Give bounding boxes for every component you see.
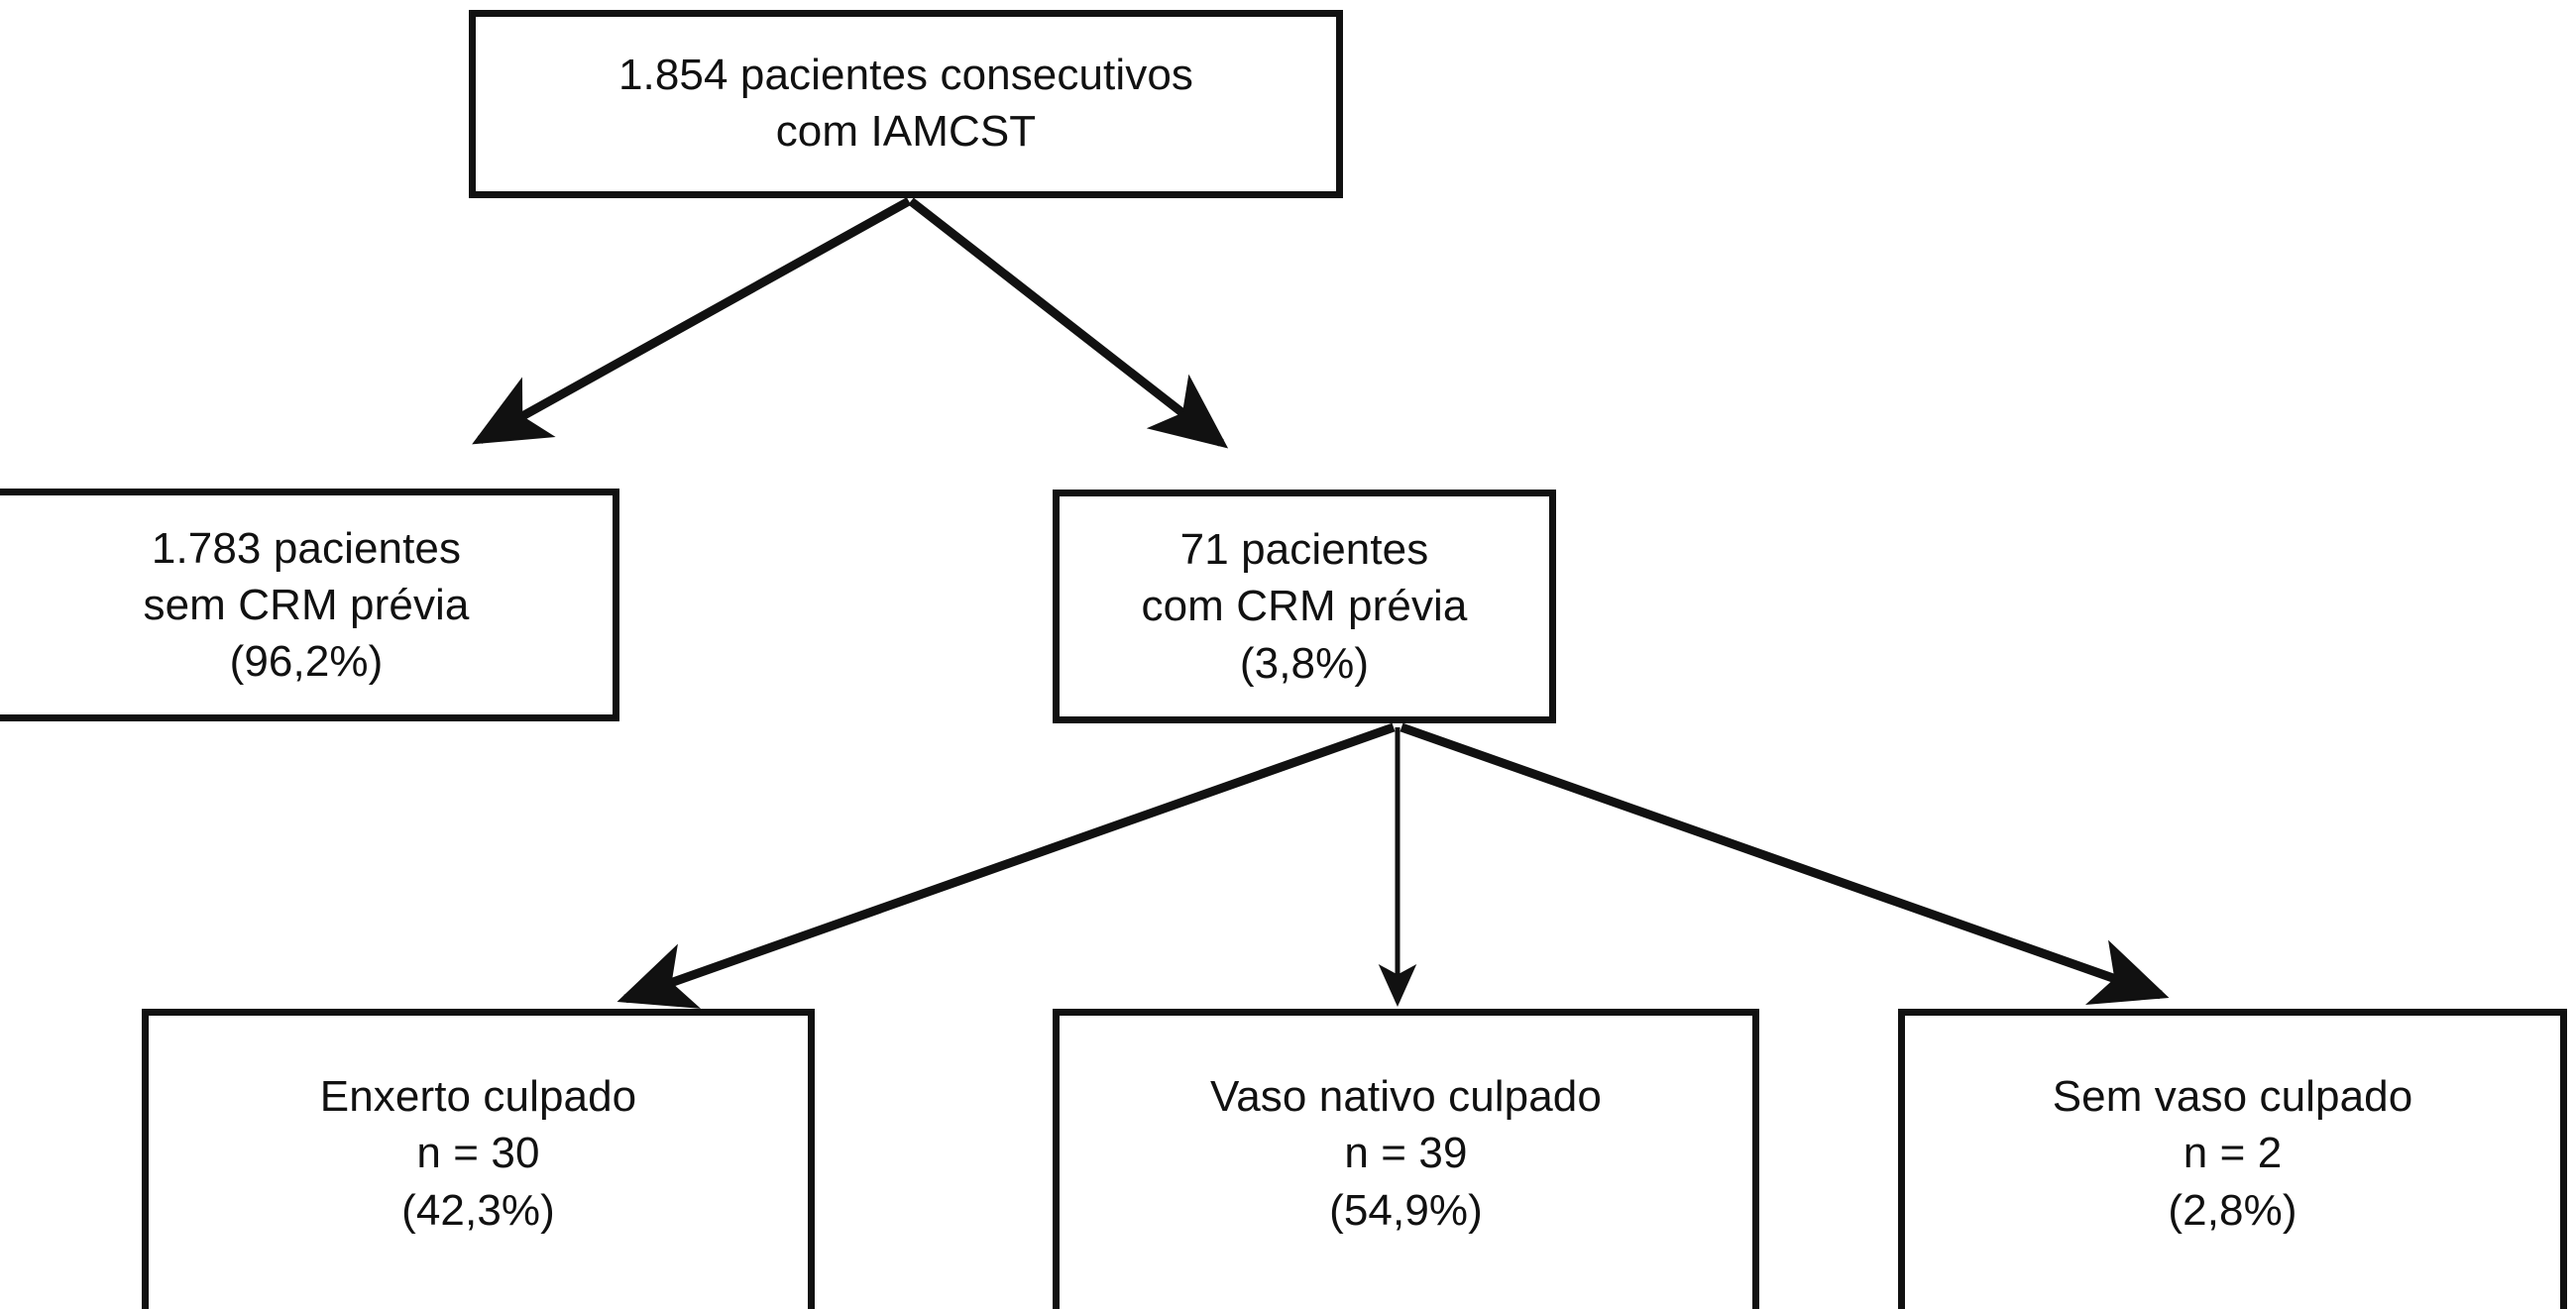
- node-line-3: (54,9%): [1329, 1185, 1483, 1235]
- node-line-2: n = 39: [1344, 1129, 1468, 1178]
- node-patients-without-prior-cabg: 1.783 pacientes sem CRM prévia (96,2%): [0, 489, 619, 721]
- node-culprit-native-vessel: Vaso nativo culpado n = 39 (54,9%): [1053, 1009, 1759, 1309]
- node-culprit-graft: Enxerto culpado n = 30 (42,3%): [142, 1009, 815, 1309]
- node-line-2: n = 2: [2183, 1129, 2283, 1178]
- node-line-1: 1.783 pacientes: [151, 523, 462, 573]
- edge-prior-cabg-to-graft: [616, 722, 1396, 1009]
- edge-root-to-prior-cabg: [908, 197, 1229, 449]
- node-line-3: (2,8%): [2168, 1185, 2297, 1235]
- edge-prior-cabg-to-none: [1400, 722, 2170, 1005]
- node-line-2: com IAMCST: [775, 107, 1037, 156]
- node-no-culprit-vessel: Sem vaso culpado n = 2 (2,8%): [1898, 1009, 2567, 1309]
- node-line-1: Vaso nativo culpado: [1210, 1072, 1602, 1122]
- node-line-2: n = 30: [416, 1129, 540, 1178]
- node-line-1: 1.854 pacientes consecutivos: [617, 50, 1194, 99]
- node-line-2: com CRM prévia: [1141, 582, 1468, 631]
- node-line-1: Sem vaso culpado: [2052, 1072, 2413, 1122]
- node-text-stack: Sem vaso culpado n = 2 (2,8%): [2053, 1068, 2413, 1239]
- node-line-3: (3,8%): [1239, 638, 1370, 688]
- node-consecutive-stemi-patients: 1.854 pacientes consecutivos com IAMCST: [469, 10, 1343, 198]
- node-line-3: (42,3%): [401, 1185, 555, 1235]
- node-line-1: 71 pacientes: [1179, 525, 1429, 575]
- node-text-stack: Vaso nativo culpado n = 39 (54,9%): [1210, 1068, 1602, 1239]
- node-line-1: Enxerto culpado: [319, 1072, 637, 1122]
- node-text-stack: 1.854 pacientes consecutivos com IAMCST: [618, 47, 1193, 160]
- node-line-2: sem CRM prévia: [143, 580, 470, 629]
- node-line-3: (96,2%): [229, 637, 384, 687]
- node-patients-with-prior-cabg: 71 pacientes com CRM prévia (3,8%): [1053, 490, 1556, 723]
- edge-root-to-no-cabg: [472, 197, 912, 445]
- node-text-stack: 71 pacientes com CRM prévia (3,8%): [1141, 521, 1467, 692]
- node-text-stack: 1.783 pacientes sem CRM prévia (96,2%): [143, 520, 469, 691]
- node-text-stack: Enxerto culpado n = 30 (42,3%): [320, 1068, 637, 1239]
